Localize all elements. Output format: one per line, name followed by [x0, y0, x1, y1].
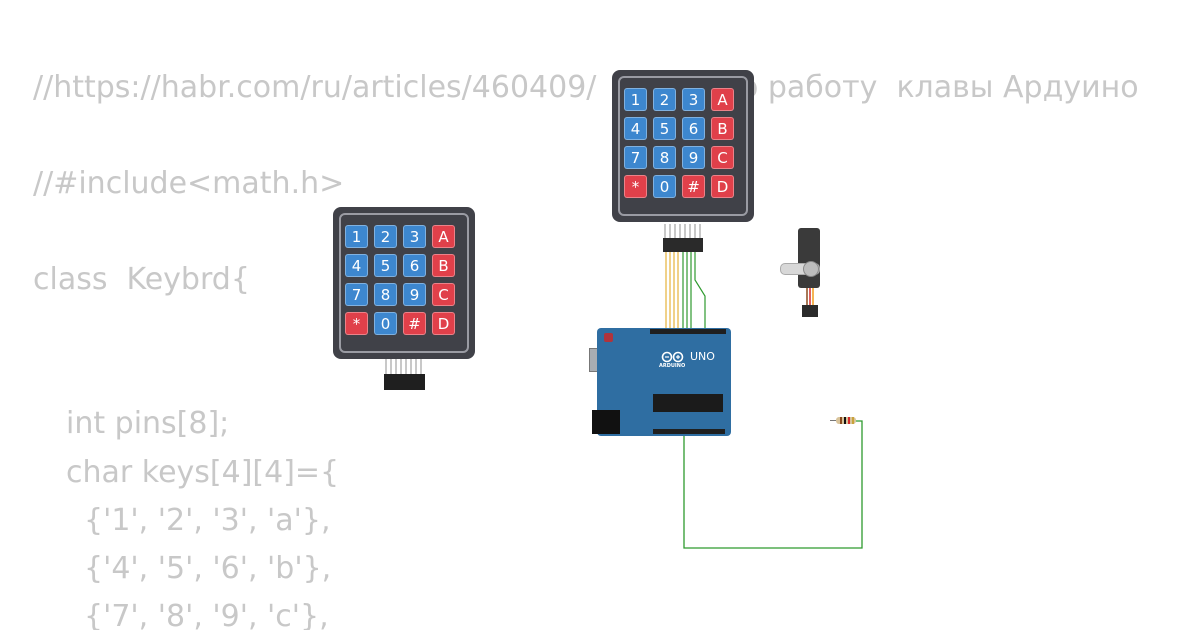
keypad-top-pins — [664, 224, 704, 238]
keypad-key[interactable]: B — [711, 117, 734, 140]
keypad-key[interactable]: 0 — [374, 312, 397, 335]
keypad-key[interactable]: * — [624, 175, 647, 198]
keypad-left-connector — [384, 374, 425, 390]
keypad-key[interactable]: 0 — [653, 175, 676, 198]
resistor-lead — [830, 420, 836, 421]
code-line-8: {'7', '8', '9', 'c'}, — [84, 599, 329, 630]
keypad-key[interactable]: 9 — [403, 283, 426, 306]
board-brand-label: ARDUINO — [659, 363, 686, 369]
keypad-key[interactable]: C — [711, 146, 734, 169]
microcontroller-chip — [653, 394, 723, 412]
keypad-key[interactable]: A — [711, 88, 734, 111]
keypad-key[interactable]: 1 — [345, 225, 368, 248]
keypad-key[interactable]: 3 — [682, 88, 705, 111]
keypad-frame — [339, 213, 469, 353]
keypad-key[interactable]: 5 — [374, 254, 397, 277]
code-line-2: //#include<math.h> — [33, 166, 345, 201]
keypad-key[interactable]: # — [682, 175, 705, 198]
keypad-frame — [618, 76, 748, 216]
reset-button[interactable] — [604, 333, 613, 342]
keypad-key[interactable]: 3 — [403, 225, 426, 248]
code-line-6: {'1', '2', '3', 'a'}, — [84, 503, 331, 538]
analog-power-header — [653, 429, 725, 434]
servo-hub-icon — [803, 261, 819, 277]
keypad-key[interactable]: 5 — [653, 117, 676, 140]
keypad-key[interactable]: 7 — [345, 283, 368, 306]
resistor[interactable] — [836, 417, 856, 424]
servo-motor[interactable] — [798, 228, 820, 288]
keypad-key[interactable]: 8 — [653, 146, 676, 169]
keypad-key[interactable]: 6 — [403, 254, 426, 277]
keypad-key[interactable]: 6 — [682, 117, 705, 140]
keypad-key[interactable]: 2 — [653, 88, 676, 111]
keypad-key[interactable]: 4 — [345, 254, 368, 277]
keypad-key[interactable]: 4 — [624, 117, 647, 140]
code-line-4: int pins[8]; — [66, 406, 230, 441]
keypad-key[interactable]: 1 — [624, 88, 647, 111]
keypad-key[interactable]: D — [432, 312, 455, 335]
keypad-key[interactable]: # — [403, 312, 426, 335]
code-line-7: {'4', '5', '6', 'b'}, — [84, 551, 332, 586]
keypad-key[interactable]: 9 — [682, 146, 705, 169]
power-jack — [592, 410, 620, 434]
keypad-key[interactable]: C — [432, 283, 455, 306]
arduino-logo-icon — [661, 351, 684, 363]
keypad-key[interactable]: D — [711, 175, 734, 198]
digital-header — [650, 329, 726, 334]
keypad-left-pins — [385, 359, 425, 374]
keypad-key[interactable]: 7 — [624, 146, 647, 169]
code-line-3: class Keybrd{ — [33, 262, 250, 297]
board-model-label: UNO — [690, 350, 715, 363]
code-line-5: char keys[4][4]={ — [66, 455, 340, 490]
keypad-key[interactable]: A — [432, 225, 455, 248]
keypad-top-connector — [663, 238, 703, 252]
servo-connector — [802, 305, 818, 317]
keypad-key[interactable]: 8 — [374, 283, 397, 306]
keypad-ribbon-wires — [665, 252, 706, 333]
keypad-key[interactable]: * — [345, 312, 368, 335]
resistor-wire — [683, 420, 863, 549]
keypad-key[interactable]: 2 — [374, 225, 397, 248]
keypad-key[interactable]: B — [432, 254, 455, 277]
